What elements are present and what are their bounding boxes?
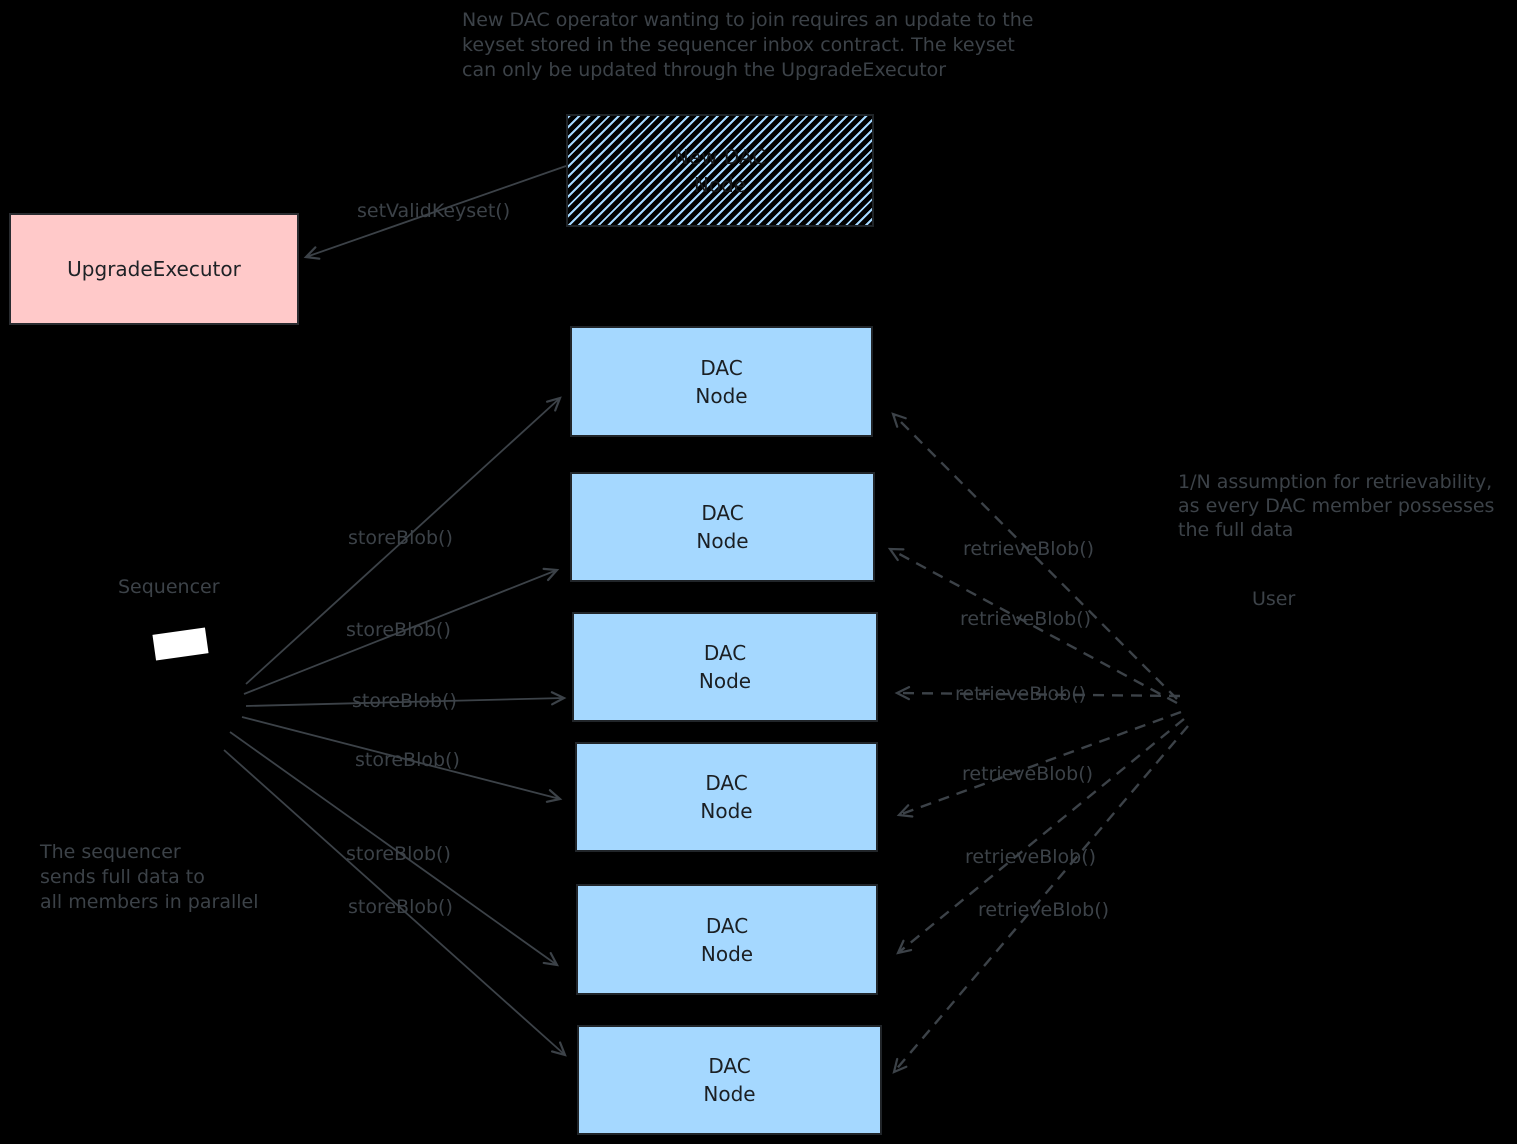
store-blob-arrow-1 xyxy=(245,396,562,685)
store-blob-label-3: storeBlob() xyxy=(352,690,457,712)
retrievability-note-line: as every DAC member possesses xyxy=(1178,495,1495,517)
dac-node-label-line1: DAC xyxy=(700,355,743,380)
store-blob-arrow-5 xyxy=(229,731,560,967)
dac-node-label-line2: Node xyxy=(700,941,754,966)
dac-node-label-line1: DAC xyxy=(703,641,747,665)
retrieve-blob-label-3: retrieveBlob() xyxy=(955,683,1087,705)
user-label: User xyxy=(1252,588,1296,610)
dac-node-box-5: DAC Node xyxy=(576,884,878,995)
retrievability-note-line: the full data xyxy=(1178,519,1294,541)
store-blob-arrow-2 xyxy=(243,567,560,695)
set-valid-keyset-arrow xyxy=(303,165,567,260)
parallel-note-line: sends full data to xyxy=(40,866,205,888)
dac-node-label-line2: Node xyxy=(698,669,752,693)
store-blob-arrow-4 xyxy=(241,716,563,803)
retrieve-blob-arrow-2 xyxy=(887,547,1178,705)
retrieve-blob-label-2: retrieveBlob() xyxy=(960,608,1092,630)
parallel-note-line: all members in parallel xyxy=(40,891,259,913)
store-blob-arrow-3 xyxy=(245,691,567,707)
dac-node-label-line2: Node xyxy=(695,383,748,408)
store-blob-label-6: storeBlob() xyxy=(348,896,453,918)
keyset-note-line: New DAC operator wanting to join require… xyxy=(462,9,1034,31)
dac-node-label-line1: DAC xyxy=(701,501,744,525)
retrieve-blob-arrow-1 xyxy=(891,412,1178,700)
retrieve-blob-label-4: retrieveBlob() xyxy=(962,763,1094,785)
parallel-note-line: The sequencer xyxy=(40,841,181,863)
upgrade-executor-label: UpgradeExecutor xyxy=(67,257,241,281)
parallel-note: The sequencer sends full data to all mem… xyxy=(40,840,259,915)
dac-node-box-6: DAC Node xyxy=(577,1025,882,1135)
dac-node-box-2: DAC Node xyxy=(570,472,875,582)
retrieve-blob-label-1: retrieveBlob() xyxy=(963,538,1095,560)
dac-node-box-1: DAC Node xyxy=(570,326,873,437)
upgrade-executor-box: UpgradeExecutor xyxy=(9,213,299,325)
retrieve-blob-arrow-5 xyxy=(896,718,1185,955)
store-blob-label-2: storeBlob() xyxy=(346,619,451,641)
retrievability-note: 1/N assumption for retrievability, as ev… xyxy=(1178,470,1494,542)
dac-node-label-line2: Node xyxy=(696,529,749,553)
dac-node-box-3: DAC Node xyxy=(572,612,878,722)
store-blob-label-1: storeBlob() xyxy=(348,527,453,549)
store-blob-label-4: storeBlob() xyxy=(355,749,460,771)
retrieve-blob-arrow-4 xyxy=(896,710,1182,818)
retrievability-note-line: 1/N assumption for retrievability, xyxy=(1178,471,1493,493)
retrieve-blob-label-5: retrieveBlob() xyxy=(965,846,1097,868)
dac-node-label-line2: Node xyxy=(700,799,753,823)
dac-node-label-line2: Node xyxy=(703,1082,756,1106)
retrieve-blob-arrow-3 xyxy=(894,686,1181,701)
keyset-note-line: keyset stored in the sequencer inbox con… xyxy=(462,34,1015,56)
keyset-note: New DAC operator wanting to join require… xyxy=(462,8,1033,83)
new-dac-node-box: New DAC Node xyxy=(566,114,874,227)
new-dac-node-label-line1: New DAC xyxy=(673,144,767,169)
store-blob-label-5: storeBlob() xyxy=(346,843,451,865)
retrieve-blob-label-6: retrieveBlob() xyxy=(978,899,1110,921)
keyset-note-line: can only be updated through the UpgradeE… xyxy=(462,59,947,81)
dac-node-label-line1: DAC xyxy=(705,771,748,795)
store-blob-arrow-6 xyxy=(223,749,567,1057)
dac-node-label-line1: DAC xyxy=(705,913,749,938)
dac-node-box-4: DAC Node xyxy=(575,742,878,852)
sequencer-label: Sequencer xyxy=(118,576,220,598)
dac-node-label-line1: DAC xyxy=(708,1054,751,1078)
set-valid-keyset-label: setValidKeyset() xyxy=(357,200,511,222)
new-dac-node-label-line2: Node xyxy=(693,172,747,197)
